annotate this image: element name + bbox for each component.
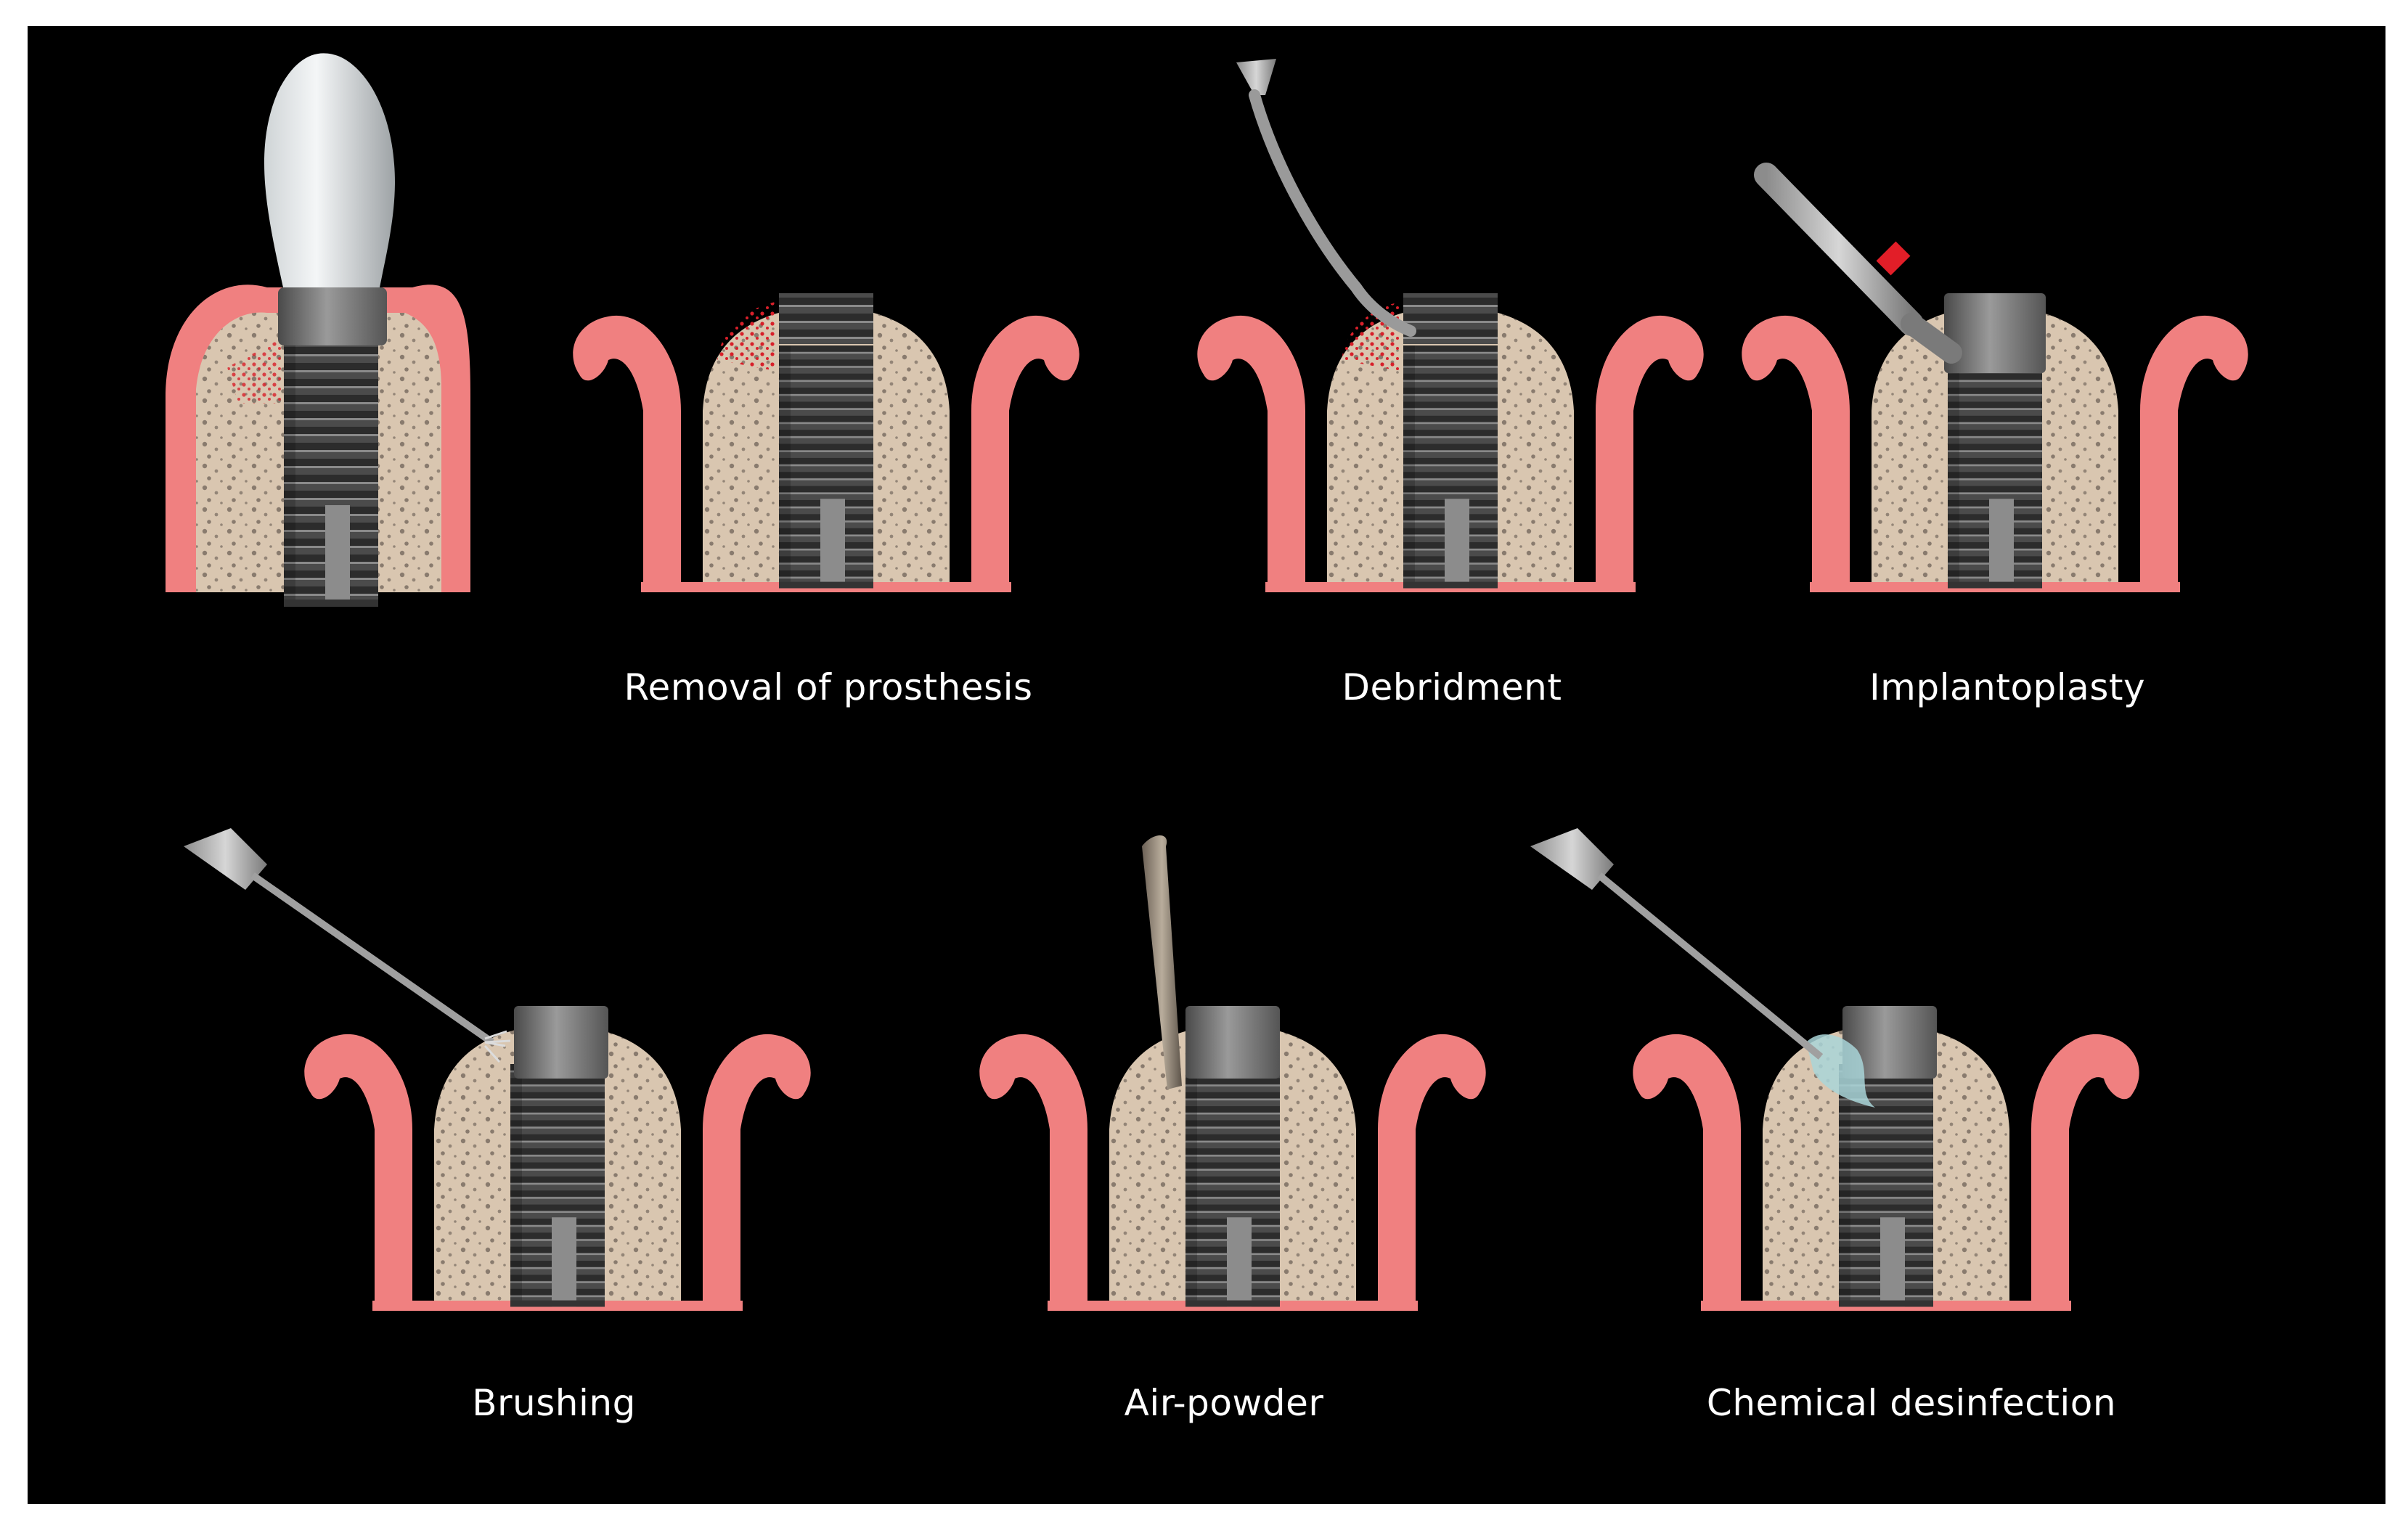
applicator-icon (1530, 828, 1824, 1060)
stage-removal (573, 293, 1079, 592)
stage-implantoplasty (1742, 163, 2248, 592)
air-powder-tip-icon (1142, 835, 1182, 1089)
bur-icon (1754, 163, 1962, 364)
stage-initial (166, 53, 470, 607)
crown-icon (264, 53, 395, 287)
curette-icon (1236, 59, 1416, 337)
caption-chemical: Chemical desinfection (1706, 1382, 2117, 1424)
stage-air-powder (979, 835, 1486, 1311)
caption-implantoplasty: Implantoplasty (1869, 666, 2146, 708)
inflammation-area (227, 338, 282, 404)
figure-panel: Removal of prosthesis Debridment Implant… (28, 26, 2385, 1504)
solution-icon (1806, 1034, 1875, 1108)
stage-brushing (184, 828, 811, 1311)
caption-brushing: Brushing (472, 1382, 636, 1424)
caption-air-powder: Air-powder (1124, 1382, 1324, 1424)
stage-chemical (1530, 828, 2139, 1311)
abutment (278, 287, 387, 345)
figure-art (166, 53, 2248, 1311)
stage-debridement (1197, 59, 1704, 592)
caption-removal: Removal of prosthesis (624, 666, 1033, 708)
caption-debridement: Debridment (1342, 666, 1562, 708)
inflammation-area (717, 302, 775, 371)
brush-icon (184, 828, 511, 1063)
